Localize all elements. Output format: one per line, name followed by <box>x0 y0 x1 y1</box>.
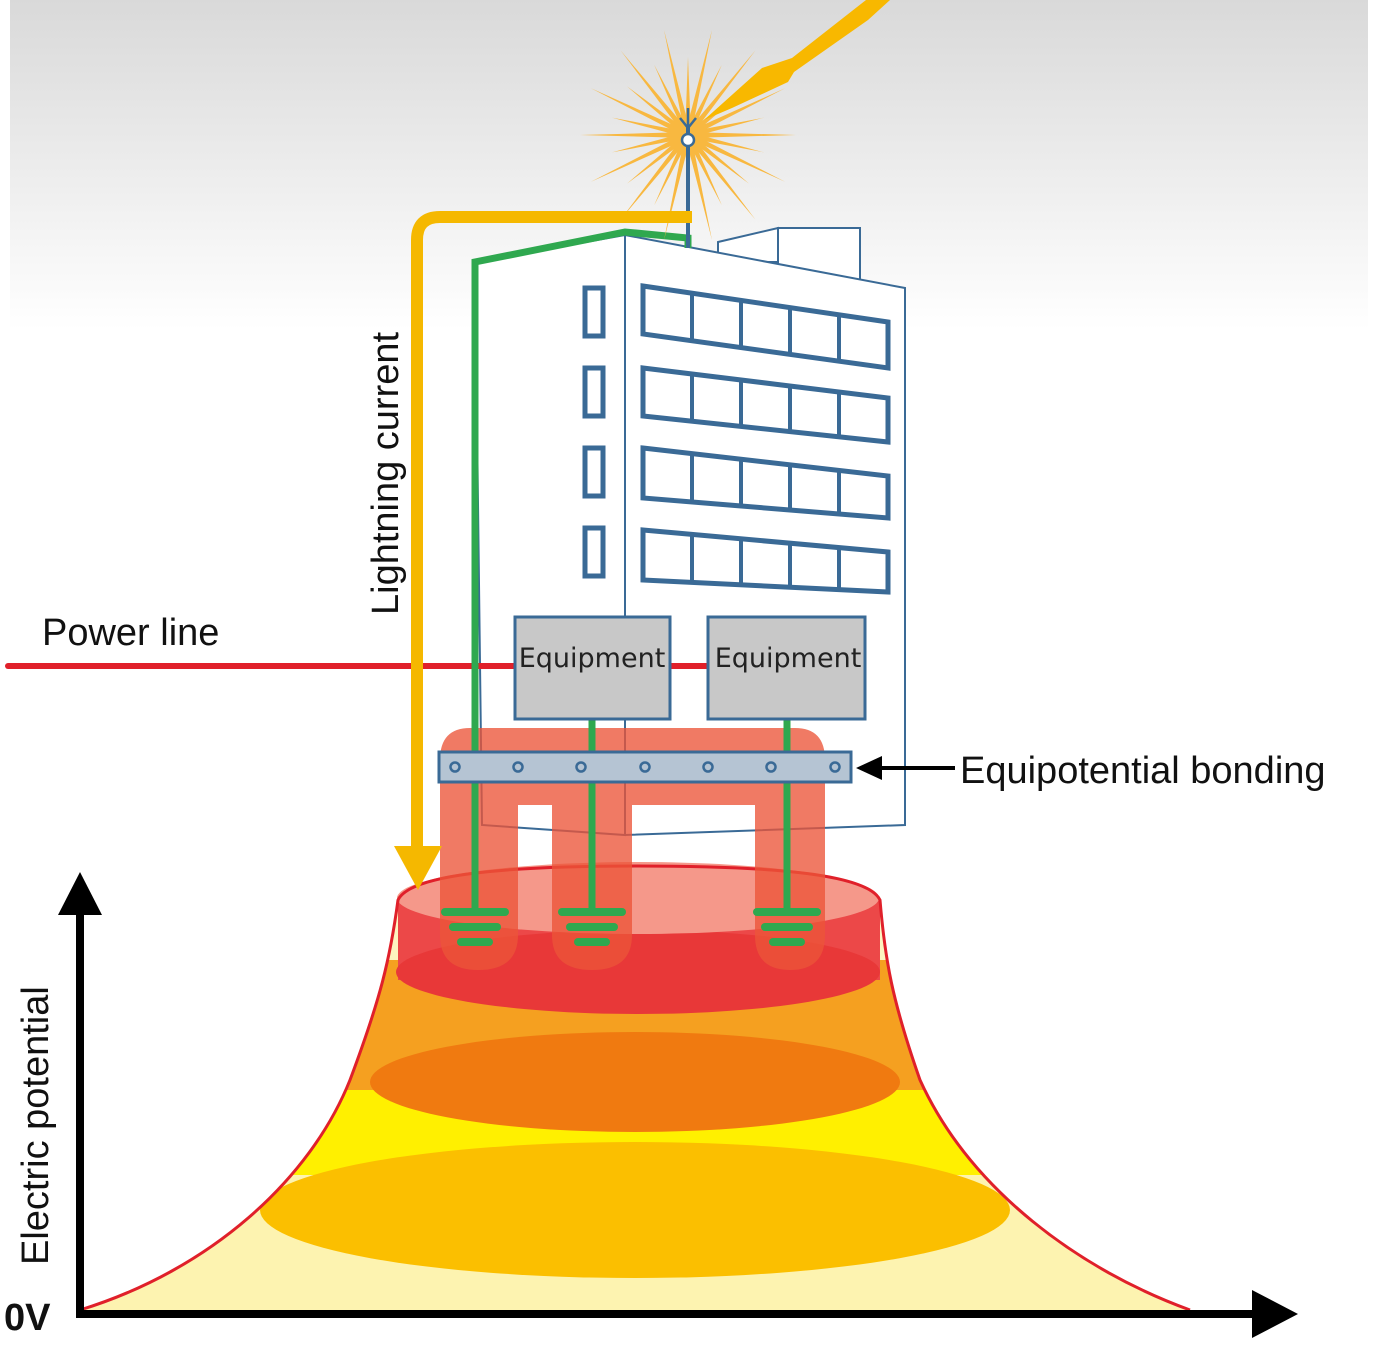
spark-ray <box>580 132 688 138</box>
y-axis-label: Electric potential <box>15 986 57 1265</box>
spark-ray <box>685 29 713 136</box>
spark-ray <box>627 86 690 138</box>
front-windows <box>640 283 891 595</box>
spark-ray <box>654 133 691 206</box>
spark-ray <box>590 88 690 138</box>
window <box>582 445 606 499</box>
bolt <box>765 761 777 773</box>
window-band <box>640 283 891 371</box>
spark-ray <box>686 132 786 182</box>
x-axis-arrow <box>1252 1290 1298 1338</box>
ground-electrode-icon <box>753 908 821 946</box>
arrow-icon <box>856 756 882 780</box>
spark-ray <box>627 132 690 184</box>
equipment-label-1: Equipment <box>519 643 666 674</box>
spark-ray <box>685 133 756 220</box>
equipotential-bonding-label: Equipotential bonding <box>960 750 1326 792</box>
lightning-current-path <box>394 211 692 890</box>
window-band <box>640 527 891 595</box>
lightning-current-label: Lightning current <box>365 331 407 615</box>
spark-ray <box>686 132 749 184</box>
window <box>582 365 606 419</box>
arrow-icon <box>394 846 442 890</box>
axes <box>58 872 1298 1338</box>
bonding-zone <box>440 728 825 970</box>
lightning-bolt-icon <box>704 0 890 120</box>
air-terminal-icon <box>679 108 697 248</box>
window <box>582 525 606 579</box>
ground-electrode-icon <box>441 908 509 946</box>
spark-ray <box>685 57 691 135</box>
bolt <box>702 761 714 773</box>
ground-electrodes <box>441 908 821 946</box>
equipment-box-1 <box>513 615 672 721</box>
potential-distribution <box>79 862 1191 1312</box>
bolt <box>639 761 651 773</box>
spark-ray <box>688 132 796 138</box>
spark-ray <box>620 50 691 137</box>
window <box>582 285 606 339</box>
spark-ray <box>687 117 765 138</box>
spark-ray <box>611 117 689 138</box>
bolt <box>829 761 841 773</box>
potential-ring-yellow <box>260 1142 1010 1278</box>
origin-label: 0V <box>4 1297 51 1339</box>
left-windows <box>582 285 606 579</box>
spark-ray <box>620 133 691 220</box>
ground-electrode-icon <box>558 908 626 946</box>
spark-ray <box>686 88 786 138</box>
equipment-box-2 <box>706 615 867 721</box>
equipment-label-2: Equipment <box>715 643 862 674</box>
spark-ray <box>685 50 756 137</box>
bolt <box>575 761 587 773</box>
bolt <box>512 761 524 773</box>
window-mullions <box>690 293 841 590</box>
power-line-label: Power line <box>42 612 219 654</box>
spark-ray <box>685 133 722 206</box>
potential-curve <box>79 864 1191 1312</box>
spark-ray <box>687 132 765 153</box>
spark-ray <box>663 29 691 136</box>
spark-ray <box>685 134 713 241</box>
spark-ray <box>590 132 690 182</box>
bolt <box>449 761 461 773</box>
potential-ring-orange <box>370 1032 900 1132</box>
window-band <box>640 365 891 445</box>
y-axis-arrow <box>58 872 102 915</box>
window-band <box>640 445 891 521</box>
equipotential-bonding-bar <box>437 750 853 784</box>
